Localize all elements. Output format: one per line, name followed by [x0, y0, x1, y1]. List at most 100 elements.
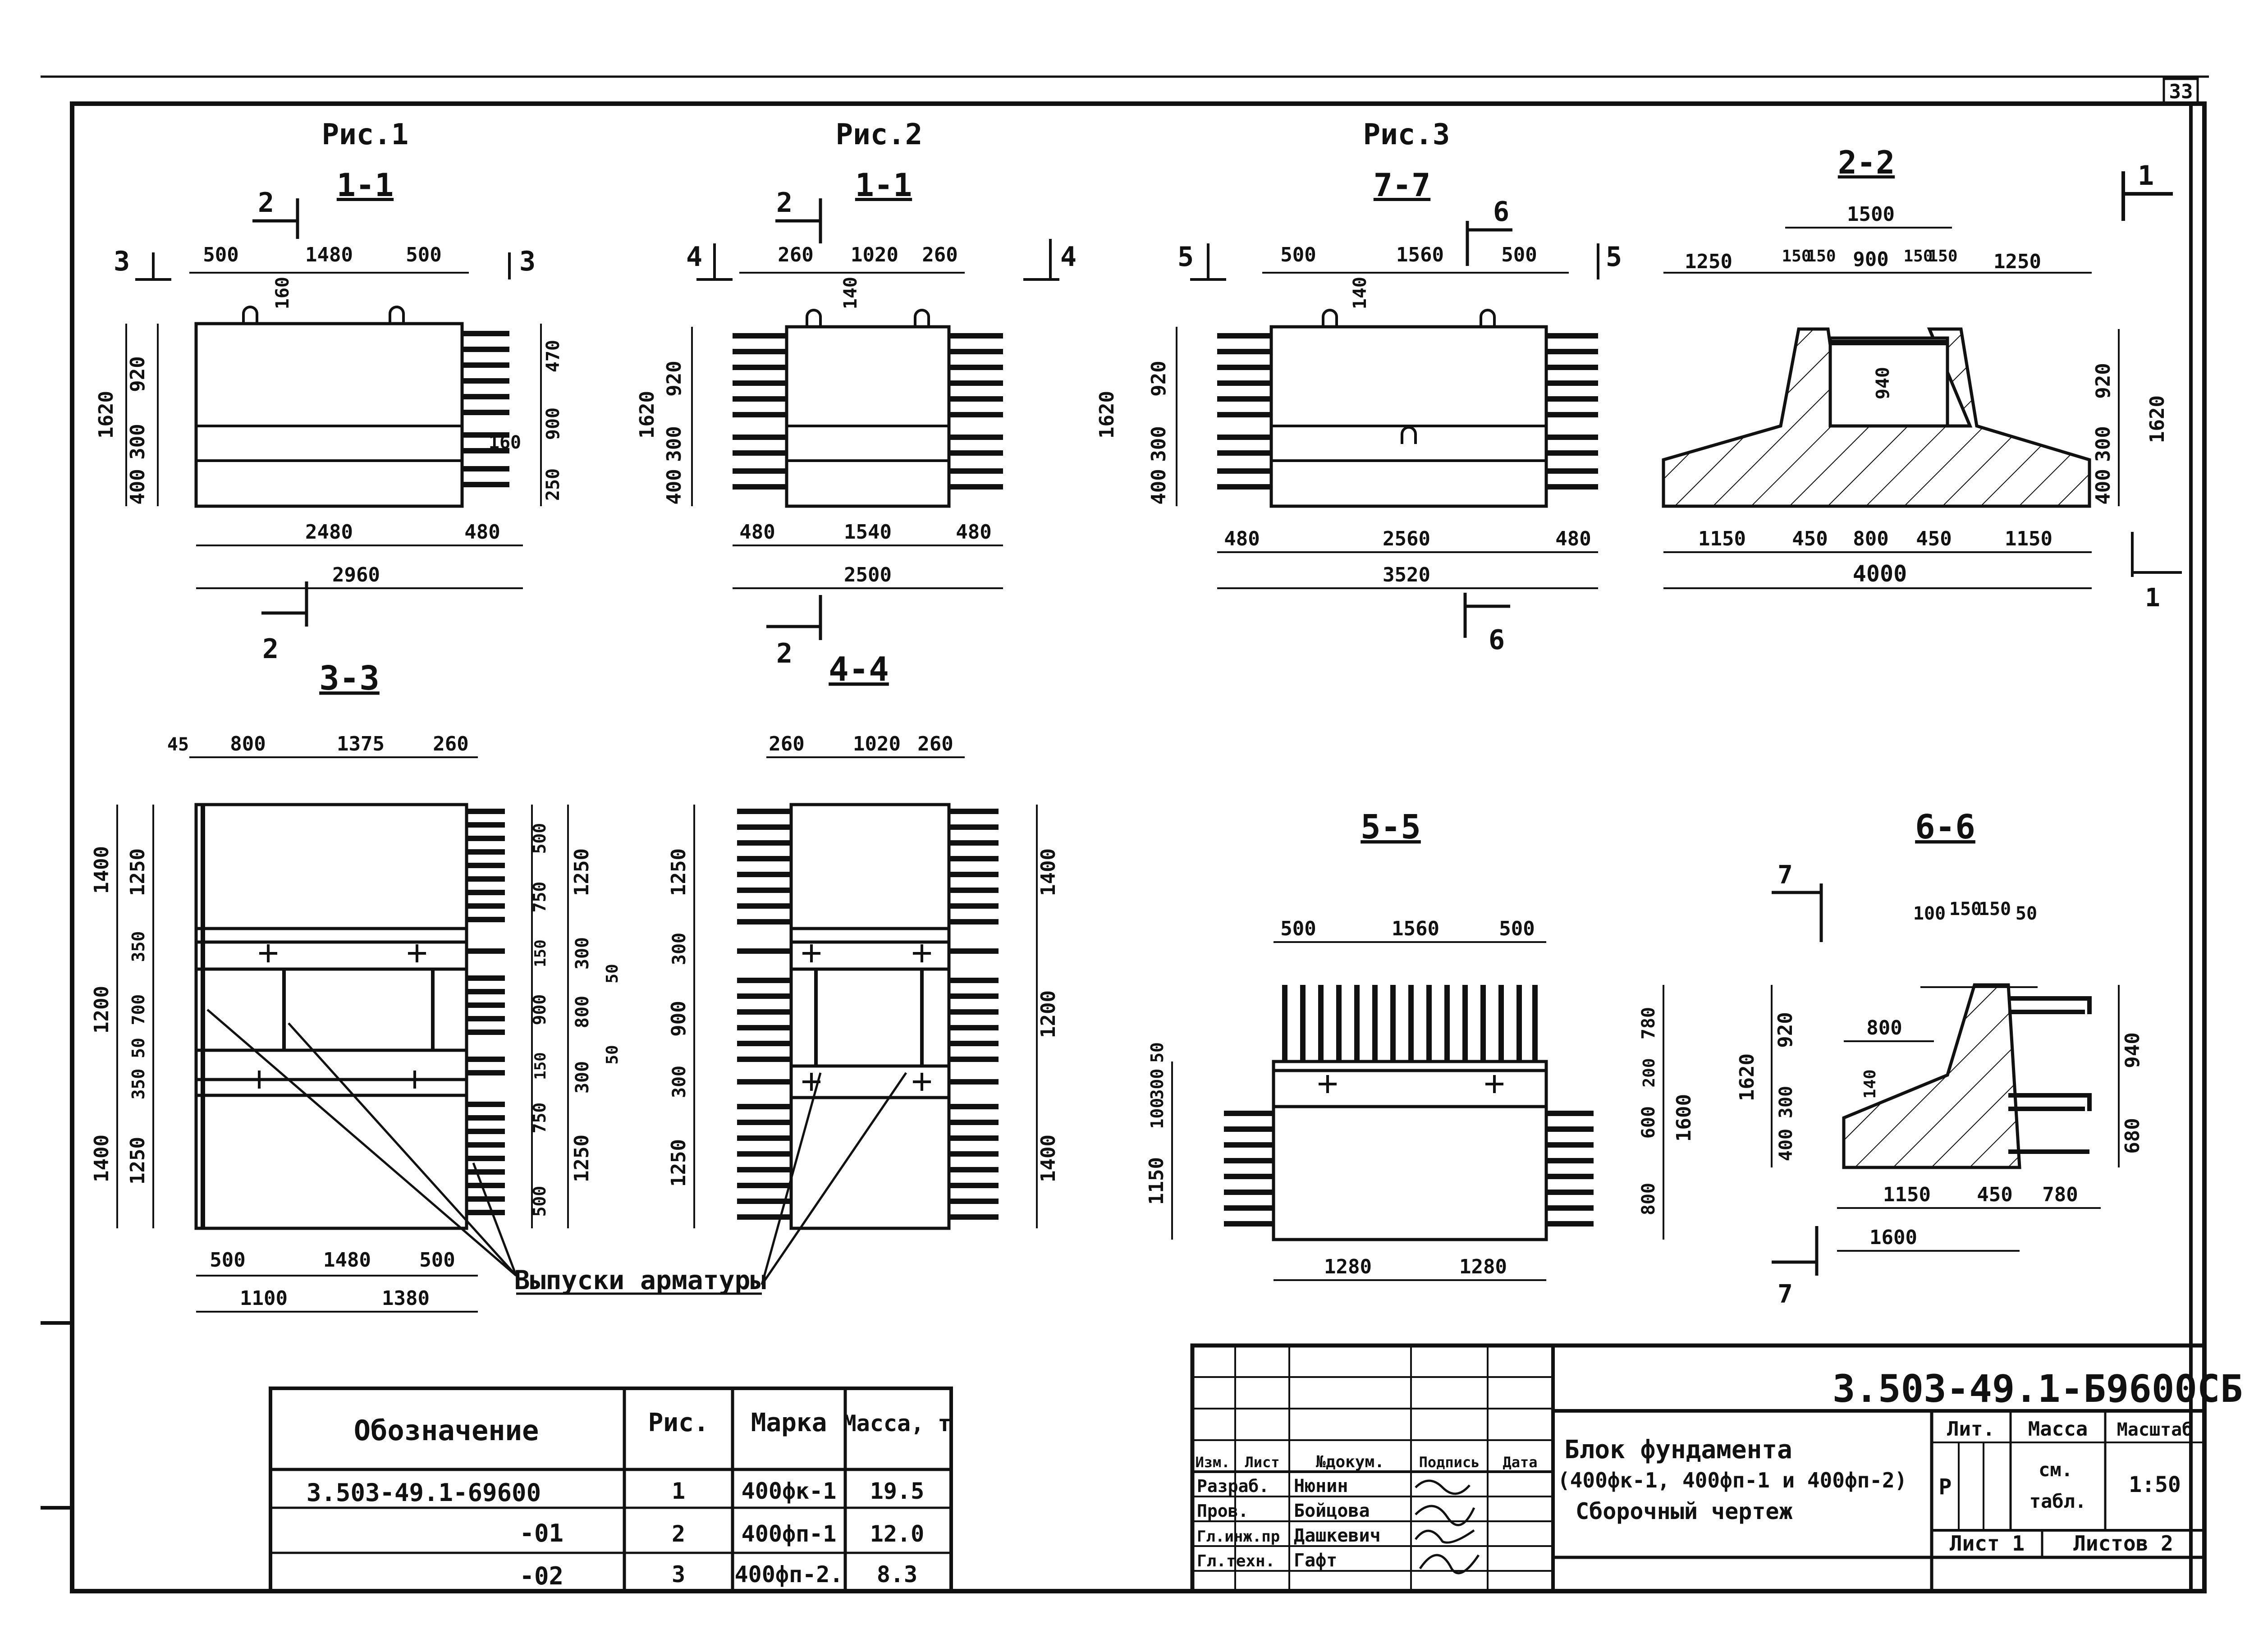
dim-bottom-5: 1380	[382, 1287, 430, 1310]
dim-right-3: 50	[603, 964, 622, 983]
dim-top-3: 500	[406, 243, 441, 266]
dim-top-2: 800	[230, 732, 266, 755]
section-title: 5-5	[1361, 808, 1421, 847]
dim-left-3: 350	[128, 931, 148, 962]
section-title: 6-6	[1915, 808, 1975, 847]
col-header-change: Изм.	[1195, 1454, 1230, 1471]
role-developer: Разраб.	[1197, 1476, 1269, 1496]
dim-140: 140	[1861, 1069, 1879, 1098]
dim-top-3: 260	[917, 732, 953, 755]
dim-bottom-1: 1150	[1698, 527, 1746, 550]
dim-right-2: 900	[543, 407, 564, 440]
dim-right-5: 50	[603, 1045, 622, 1064]
dim-overall: 1600	[1869, 1226, 1917, 1249]
cut-label-bottom: 1	[2145, 583, 2160, 613]
title-block: Изм. Лист №докум. Подпись Дата Разраб. Н…	[1190, 1343, 2243, 1593]
dim-bottom-4: 1100	[240, 1287, 288, 1310]
dim-left-2: 920	[126, 356, 149, 392]
table-header-designation: Обозначение	[354, 1414, 539, 1447]
dim-top-1: 45	[167, 734, 189, 755]
document-code: 3.503-49.1-Б9600СБ	[1833, 1367, 2243, 1411]
dim-bottom-2: 1480	[323, 1249, 371, 1272]
dim-bottom-2: 1280	[1459, 1255, 1507, 1278]
table-header-figure: Рис.	[648, 1408, 709, 1437]
dim-mid-1: 500	[530, 823, 550, 854]
dim-left-2: 1250	[126, 848, 149, 896]
lit-value: Р	[1939, 1474, 1952, 1500]
section-title: 2-2	[1838, 144, 1895, 181]
dim-bottom-1: 480	[739, 521, 775, 544]
cut-label-left: 3	[114, 246, 130, 277]
dim-mid-7: 500	[530, 1186, 550, 1217]
dim-left-7: 350	[128, 1069, 148, 1100]
dim-bottom-1: 500	[210, 1249, 245, 1272]
table-cell: 19.5	[870, 1478, 924, 1504]
dim-140: 140	[1350, 277, 1370, 309]
cut-label-left: 5	[1177, 241, 1194, 273]
dim-bottom-3: 500	[419, 1249, 455, 1272]
scale-header: Масштаб	[2117, 1419, 2193, 1440]
dim-right-1: 1400	[1037, 848, 1060, 896]
dim-mid-2: 750	[530, 882, 550, 913]
dim-overall: 2960	[332, 563, 380, 586]
section-6-6: 6-6 100 150 150 50 1620 920 300 400 800 …	[1736, 808, 2144, 1309]
dim-top-1: 1500	[1847, 203, 1895, 226]
section-2-2: 2-2 1500 1250 150 150 900 150 150 1250 9…	[1662, 144, 2182, 613]
dim-bottom-2: 480	[464, 521, 500, 544]
dim-right-4: 800	[1638, 1183, 1659, 1215]
dim-right-3: 600	[1638, 1106, 1659, 1139]
table-cell: 2	[672, 1521, 685, 1547]
section-title: 3-3	[319, 659, 380, 698]
dim-mid-4: 900	[530, 994, 550, 1025]
dim-mid-5: 150	[531, 1052, 550, 1080]
dim-right-1: 920	[2092, 363, 2115, 398]
dim-left-2: 920	[1774, 1012, 1797, 1048]
figure-title: Рис.1	[322, 118, 409, 151]
dim-bottom-1: 480	[1224, 527, 1260, 550]
dim-140: 140	[840, 277, 861, 309]
sheet-label: Лист 1	[1950, 1531, 2025, 1556]
name-checker: Бойцова	[1294, 1501, 1370, 1521]
rebar-callout: Выпуски арматуры	[206, 1009, 907, 1295]
dim-right-1: 470	[543, 340, 564, 372]
dim-right-1: 780	[1638, 1007, 1659, 1039]
section-3-3: 3-3 45 800 1375 260 1400 1250 350 1200 7…	[90, 659, 622, 1313]
dim-top-3: 1375	[337, 732, 385, 755]
dim-left-2: 920	[1147, 361, 1170, 396]
dim-left-1: 1620	[95, 391, 118, 439]
dim-left-1: 1620	[1736, 1053, 1759, 1101]
dim-bottom-3: 800	[1853, 527, 1888, 550]
mass-value-1: см.	[2039, 1459, 2073, 1481]
spec-table: Обозначение Рис. Марка Масса, т 3.503-49…	[269, 1387, 953, 1593]
dim-right-3: 160	[489, 432, 521, 453]
dim-bottom-3: 480	[1555, 527, 1591, 550]
cut-label-left: 4	[686, 241, 702, 273]
dim-top-1: 500	[203, 243, 238, 266]
name-developer: Нюнин	[1294, 1476, 1348, 1496]
dim-right-1: 1250	[570, 848, 593, 896]
table-cell: -02	[519, 1562, 564, 1590]
col-header-sheet: Лист	[1245, 1454, 1279, 1471]
rebar-note: Выпуски арматуры	[514, 1265, 766, 1295]
dim-left-8: 1400	[90, 1135, 113, 1182]
dim-left-3: 400	[663, 469, 686, 504]
dim-left-5: 1250	[667, 1139, 690, 1187]
title-line-2: (400фк-1, 400фп-1 и 400фп-2)	[1558, 1468, 1907, 1492]
dim-right-4: 800	[572, 996, 593, 1028]
dim-left-1: 1400	[90, 846, 113, 894]
dim-mid-3: 150	[531, 939, 550, 967]
dim-bottom-2: 450	[1977, 1183, 2012, 1206]
dim-bottom-5: 1150	[2005, 527, 2052, 550]
dim-left-4: 300	[126, 424, 149, 459]
table-header-mark: Марка	[751, 1408, 827, 1437]
dim-top-1: 500	[1280, 243, 1316, 266]
dim-bottom-3: 480	[956, 521, 991, 544]
figure-1: Рис.1 1-1 500 1480 500 160 1620 920 400 …	[95, 118, 564, 665]
dim-top-2: 1480	[305, 243, 353, 266]
cut-label-top: 1	[2138, 160, 2154, 192]
dim-top-3: 260	[922, 243, 957, 266]
cut-label-bottom: 2	[776, 638, 793, 669]
dim-top-2: 1020	[851, 243, 898, 266]
cut-label-bottom: 7	[1778, 1280, 1793, 1309]
